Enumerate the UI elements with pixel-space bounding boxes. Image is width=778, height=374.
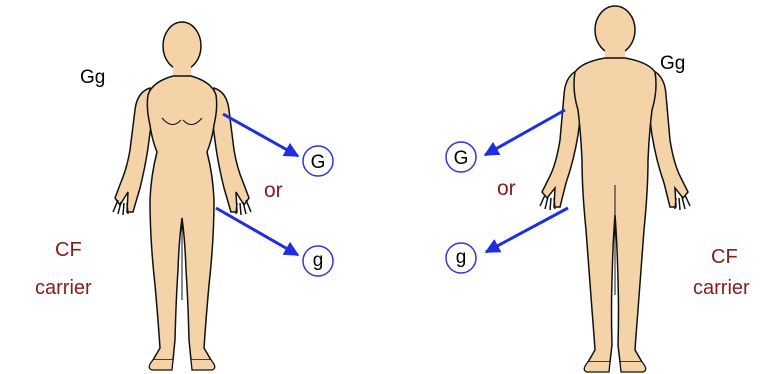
left-gamete-G-label: G [311, 152, 326, 173]
left-arrow-to-g [215, 206, 300, 257]
left-genotype-label: Gg [80, 67, 105, 88]
left-gamete-g: g [302, 245, 334, 277]
right-genotype-label: Gg [660, 53, 685, 74]
right-cf-label: CF [711, 246, 738, 268]
right-arrow-to-g [484, 206, 569, 254]
right-or-label: or [497, 177, 516, 200]
left-arrow-to-G [222, 112, 300, 158]
left-gamete-G: G [302, 145, 334, 177]
right-gamete-g: g [445, 242, 477, 274]
right-arrow-to-G [483, 108, 566, 157]
right-gamete-G-label: G [454, 148, 469, 169]
left-or-label: or [264, 179, 283, 202]
left-gamete-g-label: g [313, 250, 324, 271]
female-figure [112, 21, 252, 371]
right-carrier-label: carrier [693, 277, 750, 299]
right-gamete-G: G [445, 141, 477, 173]
right-gamete-g-label: g [456, 247, 467, 268]
left-cf-label: CF [55, 239, 82, 261]
left-carrier-label: carrier [35, 277, 92, 299]
male-figure [539, 5, 691, 373]
